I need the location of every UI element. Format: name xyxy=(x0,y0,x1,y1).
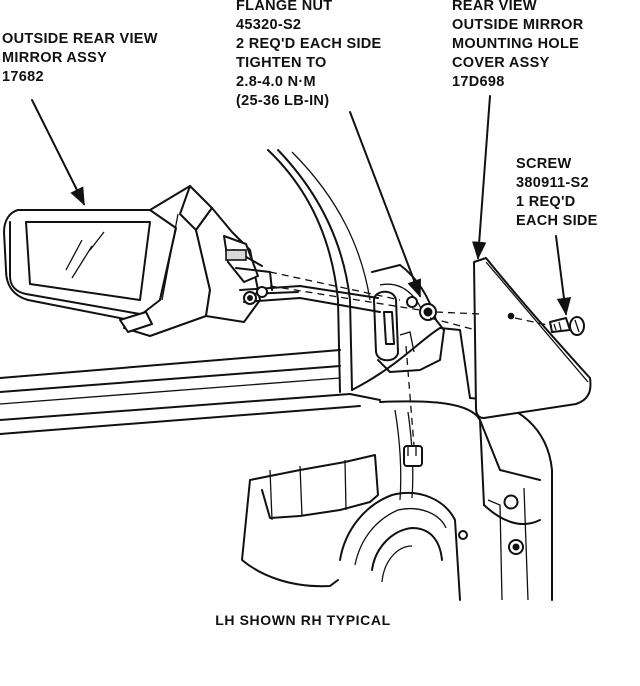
screw-leader-arrow xyxy=(555,235,572,316)
screw-callout-line-3: 1 REQ'D xyxy=(516,194,576,210)
mirror-assy-callout: OUTSIDE REAR VIEW MIRROR ASSY 17682 xyxy=(2,30,158,87)
nut-callout-line-4: TIGHTEN TO xyxy=(236,55,327,71)
mounting-hole-cover-callout: REAR VIEW OUTSIDE MIRROR MOUNTING HOLE C… xyxy=(452,0,583,92)
nut-callout-line-2: 45320-S2 xyxy=(236,17,302,33)
flange-nut-callout: FLANGE NUT 45320-S2 2 REQ'D EACH SIDE TI… xyxy=(236,0,382,111)
nut-callout-line-3: 2 REQ'D EACH SIDE xyxy=(236,36,382,52)
nut-callout-line-5: 2.8-4.0 N·m xyxy=(236,74,316,90)
nut-callout-line-1: FLANGE NUT xyxy=(236,0,333,14)
mirror-mount-base xyxy=(371,264,445,467)
nut-callout-line-6: (25-36 LB-IN) xyxy=(236,93,330,109)
cover-callout-line-5: 17D698 xyxy=(452,74,505,90)
nut-leader-arrow xyxy=(349,111,421,298)
mirror-assembly xyxy=(3,185,381,337)
leader-arrows xyxy=(31,95,572,316)
alignment-lines xyxy=(269,271,553,447)
cover-callout-line-3: MOUNTING HOLE xyxy=(452,36,580,52)
cover-callout-line-4: COVER ASSY xyxy=(452,55,550,71)
figure-caption: LH SHOWN RH TYPICAL xyxy=(215,612,391,628)
cover-callout-line-2: OUTSIDE MIRROR xyxy=(452,17,584,33)
screw-callout-line-2: 380911-S2 xyxy=(516,175,589,191)
screw-callout-line-4: EACH SIDE xyxy=(516,213,598,229)
screw xyxy=(549,316,585,336)
mirror-callout-line-3: 17682 xyxy=(2,69,44,85)
screw-callout-line-1: SCREW xyxy=(516,156,572,172)
cover-leader-arrow xyxy=(472,95,491,260)
mirror-leader-arrow xyxy=(31,99,85,206)
cover-callout-line-1: REAR VIEW xyxy=(452,0,537,14)
screw-callout: SCREW 380911-S2 1 REQ'D EACH SIDE xyxy=(516,155,598,231)
mirror-callout-line-2: MIRROR ASSY xyxy=(2,50,108,66)
mounting-hole-cover xyxy=(473,257,592,419)
mirror-callout-line-1: OUTSIDE REAR VIEW xyxy=(2,31,158,47)
